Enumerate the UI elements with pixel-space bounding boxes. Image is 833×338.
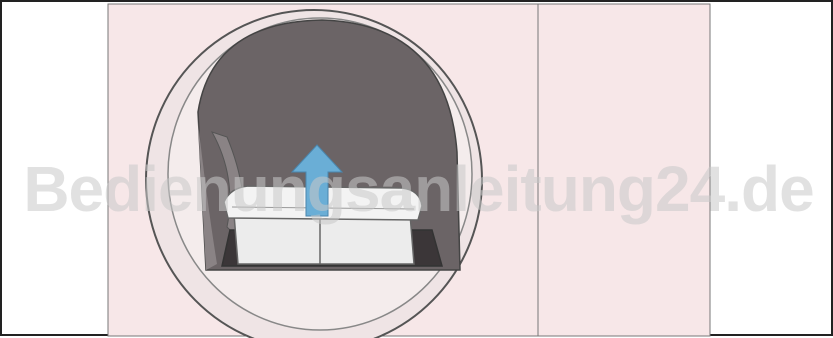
filter-body: [233, 213, 415, 265]
appliance-side-panel: [537, 3, 711, 337]
drum-inner-rim: [198, 122, 217, 270]
arrow-up-icon: [290, 144, 344, 217]
